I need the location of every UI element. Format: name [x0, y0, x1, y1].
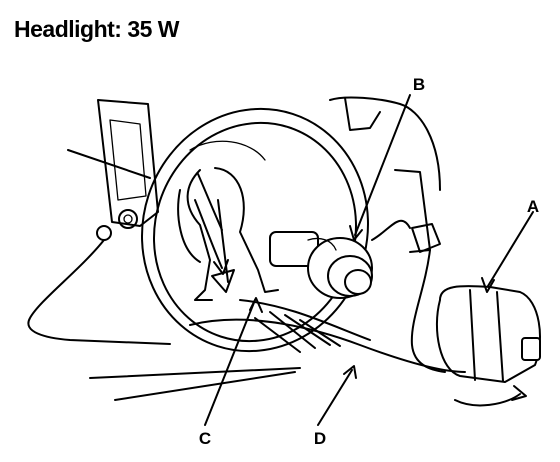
- label-a: A: [527, 197, 539, 216]
- diagram-title: Headlight: 35 W: [14, 16, 180, 42]
- label-c: C: [199, 429, 211, 448]
- retaining-spring-clip: [186, 167, 279, 301]
- wire-harness: [189, 299, 466, 373]
- rotation-arrow: [194, 199, 527, 407]
- headlight-bulb: [269, 219, 411, 299]
- label-b: B: [413, 75, 425, 94]
- label-d: D: [314, 429, 326, 448]
- dust-cover: [410, 223, 541, 383]
- callout-lines: [204, 94, 534, 426]
- body-structure: [27, 96, 441, 401]
